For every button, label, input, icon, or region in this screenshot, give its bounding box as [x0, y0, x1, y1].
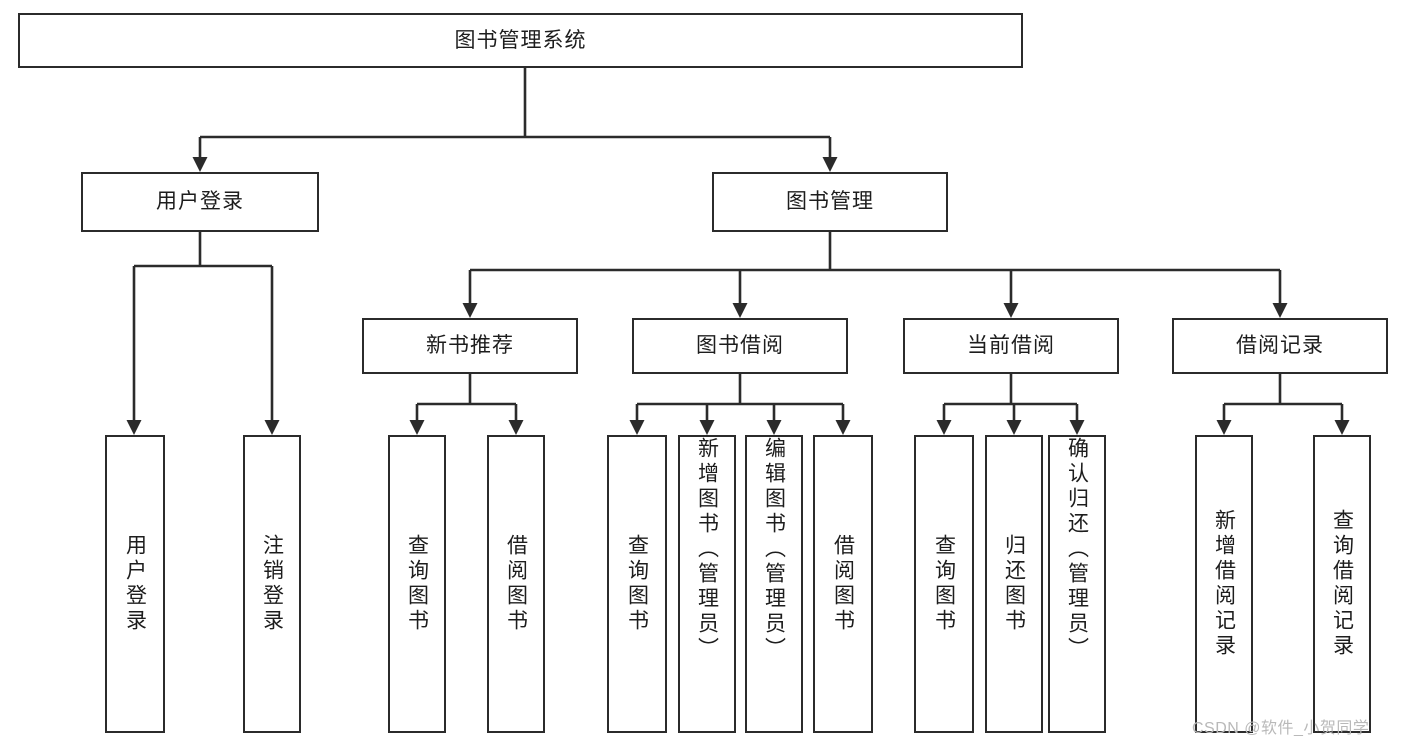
root-node-root[interactable]: 图书管理系统 [18, 13, 1023, 68]
node-label: 借阅记录 [1236, 334, 1324, 358]
node-label: 确认归还（管理员） [1065, 437, 1089, 662]
arrowhead-icon [1069, 420, 1085, 435]
node-label: 用户登录 [156, 190, 244, 214]
arrowhead-icon [192, 157, 208, 172]
leaf-node-leaf-query-book-2[interactable]: 查询图书 [607, 435, 667, 733]
node-label: 查询借阅记录 [1330, 509, 1354, 659]
leaf-node-leaf-query-record[interactable]: 查询借阅记录 [1313, 435, 1371, 733]
connector-path [942, 374, 1079, 424]
arrowhead-icon [732, 303, 748, 318]
connector-path [468, 232, 1282, 306]
connector-path [198, 68, 832, 160]
node-label: 新书推荐 [426, 334, 514, 358]
arrowhead-icon [936, 420, 952, 435]
level2-node-new-book-recommend[interactable]: 新书推荐 [362, 318, 578, 374]
connector-path [132, 232, 274, 422]
level1-node-book-management[interactable]: 图书管理 [712, 172, 948, 232]
arrowhead-icon [1216, 420, 1232, 435]
arrowhead-icon [508, 420, 524, 435]
leaf-node-leaf-add-book[interactable]: 新增图书（管理员） [678, 435, 736, 733]
connector-path [635, 374, 845, 424]
node-label: 图书借阅 [696, 334, 784, 358]
arrowhead-icon [264, 420, 280, 435]
level2-node-current-borrow[interactable]: 当前借阅 [903, 318, 1119, 374]
arrowhead-icon [766, 420, 782, 435]
node-label: 当前借阅 [967, 334, 1055, 358]
level1-node-user-login[interactable]: 用户登录 [81, 172, 319, 232]
connector-path [415, 374, 518, 424]
leaf-node-leaf-query-book-3[interactable]: 查询图书 [914, 435, 974, 733]
connector-lines [132, 68, 1344, 424]
node-label: 新增图书（管理员） [695, 437, 719, 662]
arrowhead-icon [462, 303, 478, 318]
leaf-node-leaf-query-book-1[interactable]: 查询图书 [388, 435, 446, 733]
node-label: 图书管理系统 [454, 28, 587, 52]
arrowhead-icon [629, 420, 645, 435]
arrowhead-icon [409, 420, 425, 435]
arrowhead-icon [835, 420, 851, 435]
leaf-node-leaf-confirm-return[interactable]: 确认归还（管理员） [1048, 435, 1106, 733]
watermark-label: CSDN @软件_小贺同学 [1192, 720, 1370, 737]
arrowhead-icon [1003, 303, 1019, 318]
leaf-node-leaf-return-book[interactable]: 归还图书 [985, 435, 1043, 733]
node-label: 用户登录 [123, 534, 147, 634]
level2-node-borrow-record[interactable]: 借阅记录 [1172, 318, 1388, 374]
node-label: 注销登录 [260, 534, 284, 634]
level2-node-book-borrow[interactable]: 图书借阅 [632, 318, 848, 374]
connector-path [1222, 374, 1344, 424]
arrowhead-icon [126, 420, 142, 435]
node-label: 借阅图书 [831, 534, 855, 634]
leaf-node-leaf-edit-book[interactable]: 编辑图书（管理员） [745, 435, 803, 733]
leaf-node-leaf-user-login[interactable]: 用户登录 [105, 435, 165, 733]
node-label: 查询图书 [932, 534, 956, 634]
node-label: 新增借阅记录 [1212, 509, 1236, 659]
leaf-node-leaf-borrow-book-2[interactable]: 借阅图书 [813, 435, 873, 733]
leaf-node-leaf-logout[interactable]: 注销登录 [243, 435, 301, 733]
arrowhead-icon [1272, 303, 1288, 318]
node-label: 归还图书 [1002, 534, 1026, 634]
leaf-node-leaf-add-record[interactable]: 新增借阅记录 [1195, 435, 1253, 733]
leaf-node-leaf-borrow-book-1[interactable]: 借阅图书 [487, 435, 545, 733]
arrowhead-icon [1334, 420, 1350, 435]
node-label: 编辑图书（管理员） [762, 437, 786, 662]
node-label: 图书管理 [786, 190, 874, 214]
node-label: 查询图书 [405, 534, 429, 634]
node-label: 查询图书 [625, 534, 649, 634]
arrowhead-icon [1006, 420, 1022, 435]
arrowhead-icon [822, 157, 838, 172]
node-label: 借阅图书 [504, 534, 528, 634]
arrowhead-icon [699, 420, 715, 435]
arrowheads [126, 157, 1350, 435]
